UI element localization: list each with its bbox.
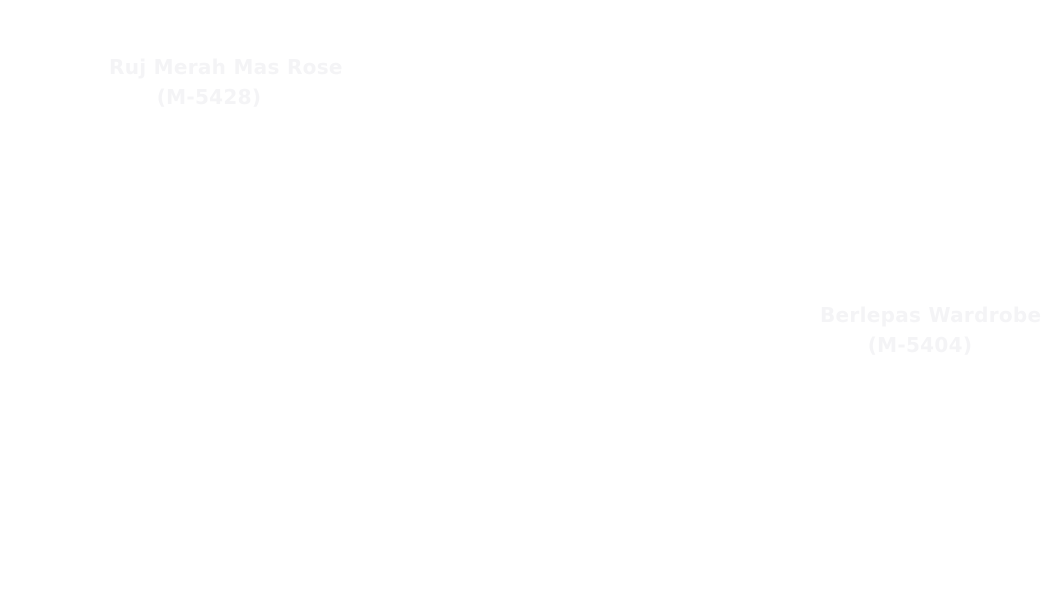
faint-caption-left: Ruj Merah Mas Rose (M-5428) <box>109 52 343 112</box>
caption-left-line-2: (M-5428) <box>156 85 262 109</box>
faint-caption-right: Berlepas Wardrobe (M-5404) <box>820 300 1042 360</box>
caption-right-line-2: (M-5404) <box>867 333 973 357</box>
caption-right-line-1: Berlepas Wardrobe <box>820 303 1042 327</box>
caption-left-line-1: Ruj Merah Mas Rose <box>109 55 343 79</box>
